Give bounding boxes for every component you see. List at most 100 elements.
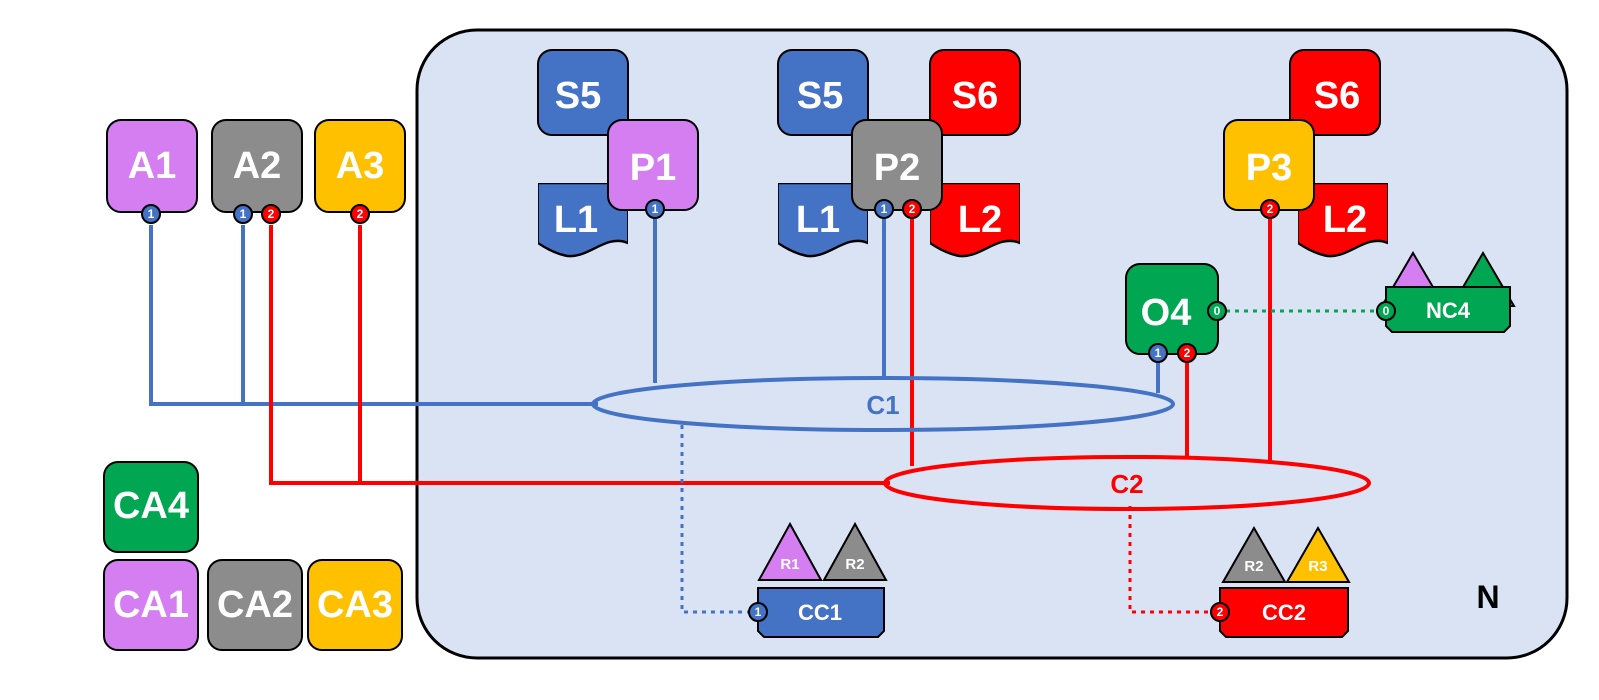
client-agent-ca2-label: CA2 [217, 584, 293, 626]
a2-port-1: 1 [233, 204, 253, 224]
client-agent-ca2[interactable]: CA2 [207, 559, 303, 651]
port-badges: 1 1 2 2 1 1 2 2 [141, 199, 1396, 622]
a3-port-2: 2 [350, 204, 370, 224]
svg-text:2: 2 [1184, 346, 1191, 360]
peer-p1[interactable]: P1 [607, 119, 699, 211]
client-agent-ca4[interactable]: CA4 [103, 461, 199, 553]
smart-contract-s5-p2-label: S5 [797, 75, 843, 117]
smart-contract-s6-p3-label: S6 [1314, 75, 1360, 117]
a2-port-2: 2 [261, 204, 281, 224]
channel-c1-label: C1 [866, 390, 899, 420]
config-cc2[interactable]: R2 R3 CC2 [1219, 525, 1351, 638]
role-r1-triangle [757, 521, 823, 581]
peer-p1-label: P1 [630, 147, 676, 189]
p1-port-1: 1 [645, 199, 665, 219]
cc2-body [1219, 587, 1349, 638]
smart-contract-s6-p3[interactable]: S6 [1289, 49, 1381, 136]
agent-a2[interactable]: A2 [211, 119, 303, 213]
svg-text:1: 1 [755, 605, 762, 619]
ledger-l1-p1-label: L1 [554, 199, 598, 241]
peer-p2-label: P2 [874, 147, 920, 189]
cc1-label: CC1 [798, 600, 842, 625]
cc2-role-r3-label: R3 [1308, 558, 1327, 575]
nc4-body [1385, 286, 1511, 333]
channel-c2-label: C2 [1110, 469, 1143, 499]
a2-to-c2-line [269, 225, 890, 485]
role-r3-triangle [1285, 525, 1351, 583]
channel-c2[interactable] [883, 455, 1371, 511]
cc1-role-r1-label: R1 [780, 556, 799, 573]
client-agent-ca4-label: CA4 [113, 485, 189, 527]
cc2-role-r2: R2 [1221, 525, 1287, 583]
o4-port-2: 2 [1177, 343, 1197, 363]
svg-text:2: 2 [1267, 202, 1274, 216]
smart-contract-s5-p2[interactable]: S5 [777, 49, 869, 136]
network-label: N [1476, 579, 1499, 615]
a1-to-c1-line [149, 225, 598, 406]
cc1-body [757, 587, 885, 638]
cc2-role-r2-label: R2 [1244, 558, 1263, 575]
agent-a2-label: A2 [233, 145, 282, 187]
connection-lines [149, 218, 1380, 614]
agent-a1-label: A1 [128, 145, 177, 187]
nc4-port-0: 0 [1376, 301, 1396, 321]
svg-text:2: 2 [1217, 605, 1224, 619]
peer-p2[interactable]: P2 [851, 119, 943, 211]
cc2-label: CC2 [1262, 600, 1306, 625]
cc1-port-1: 1 [748, 602, 768, 622]
svg-text:1: 1 [652, 202, 659, 216]
svg-text:2: 2 [268, 207, 275, 221]
ledger-l2-p2[interactable]: L2 [930, 183, 1020, 256]
cc1-role-r2-label: R2 [845, 556, 864, 573]
peer-p3-label: P3 [1246, 147, 1292, 189]
role-r2-triangle [822, 521, 888, 581]
peer-p3-cluster: S6 L2 P3 [1223, 49, 1388, 256]
cc2-role-r3: R3 [1285, 525, 1351, 583]
ledger-l2-p3[interactable]: L2 [1298, 183, 1388, 256]
cc2-port-2: 2 [1210, 602, 1230, 622]
svg-text:0: 0 [1383, 304, 1390, 318]
smart-contract-s5-p1-label: S5 [555, 75, 601, 117]
smart-contract-s6-p2-label: S6 [952, 75, 998, 117]
peer-p2-cluster: S5 S6 L1 L2 P2 [777, 49, 1021, 256]
ledger-l1-p2[interactable]: L1 [778, 183, 868, 256]
role-r2-triangle [1221, 525, 1287, 583]
agent-a3[interactable]: A3 [314, 119, 406, 213]
svg-text:1: 1 [148, 207, 155, 221]
orderer-o4[interactable]: O4 [1125, 263, 1219, 355]
channel-c1[interactable] [591, 376, 1175, 432]
ledger-l2-p3-label: L2 [1323, 199, 1367, 241]
client-agent-ca1[interactable]: CA1 [103, 559, 199, 651]
smart-contract-s6-p2[interactable]: S6 [929, 49, 1021, 136]
config-cc1[interactable]: R1 R2 CC1 [757, 521, 888, 638]
ledger-l1-p1[interactable]: L1 [538, 183, 628, 256]
ledger-l2-p2-label: L2 [958, 199, 1002, 241]
nc4-label: NC4 [1426, 298, 1471, 323]
client-agent-ca1-label: CA1 [113, 584, 189, 626]
svg-text:2: 2 [357, 207, 364, 221]
svg-text:1: 1 [1155, 346, 1162, 360]
svg-text:1: 1 [240, 207, 247, 221]
agent-a1[interactable]: A1 [106, 119, 198, 213]
orderer-o4-label: O4 [1141, 292, 1192, 334]
client-agent-ca3[interactable]: CA3 [307, 559, 403, 651]
smart-contract-s5-p1[interactable]: S5 [537, 49, 629, 136]
peer-p1-cluster: S5 L1 P1 [537, 49, 699, 256]
client-agent-ca3-label: CA3 [317, 584, 393, 626]
svg-text:2: 2 [909, 202, 916, 216]
cc1-role-r1: R1 [757, 521, 823, 581]
p2-port-1: 1 [874, 199, 894, 219]
peer-p3[interactable]: P3 [1223, 119, 1315, 211]
svg-text:0: 0 [1214, 304, 1221, 318]
config-nc4[interactable]: R1 R4 NC4 [1380, 251, 1516, 333]
svg-text:1: 1 [881, 202, 888, 216]
o4-port-0: 0 [1207, 301, 1227, 321]
p2-port-2: 2 [902, 199, 922, 219]
ledger-l1-p2-label: L1 [796, 199, 840, 241]
a1-port-1: 1 [141, 204, 161, 224]
p3-port-2: 2 [1260, 199, 1280, 219]
agent-a3-label: A3 [336, 145, 385, 187]
o4-port-1: 1 [1148, 343, 1168, 363]
cc1-role-r2: R2 [822, 521, 888, 581]
